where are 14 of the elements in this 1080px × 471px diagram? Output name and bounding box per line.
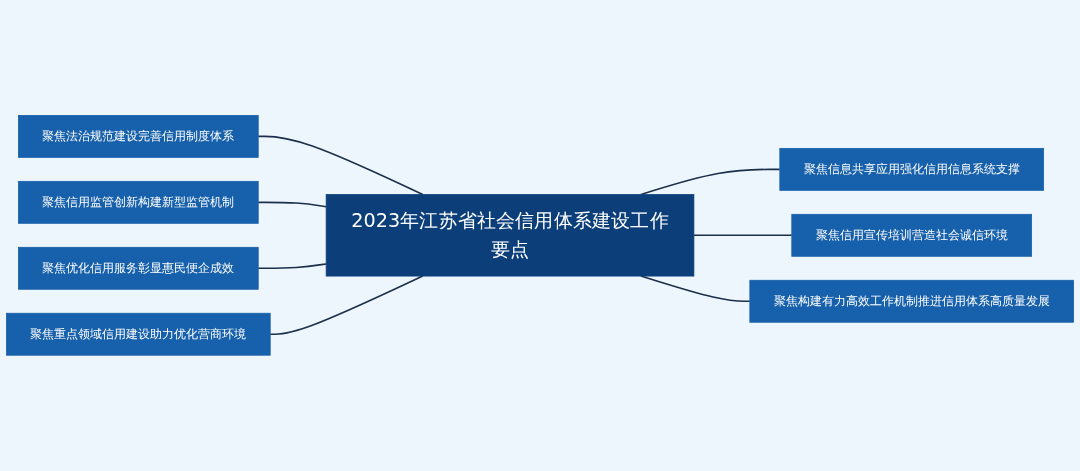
- connector: [257, 201, 327, 208]
- node-box: 聚焦信息共享应用强化信用信息系统支撑: [779, 148, 1044, 191]
- connector: [640, 168, 781, 196]
- connector: [269, 275, 424, 336]
- node-box: 聚焦重点领域信用建设助力优化营商环境: [6, 313, 271, 356]
- node-box: 聚焦优化信用服务彰显惠民便企成效: [18, 247, 259, 290]
- connector: [257, 135, 424, 196]
- node-box: 聚焦信用宣传培训营造社会诚信环境: [791, 214, 1033, 257]
- connector: [693, 234, 793, 237]
- node-box: 聚焦法治规范建设完善信用制度体系: [18, 115, 259, 158]
- node-box: 聚焦信用监管创新构建新型监管机制: [18, 181, 259, 224]
- node-box: 聚焦构建有力高效工作机制推进信用体系高质量发展: [749, 280, 1074, 323]
- connector: [257, 263, 327, 270]
- node-box: 2023年江苏省社会信用体系建设工作要点: [325, 194, 695, 277]
